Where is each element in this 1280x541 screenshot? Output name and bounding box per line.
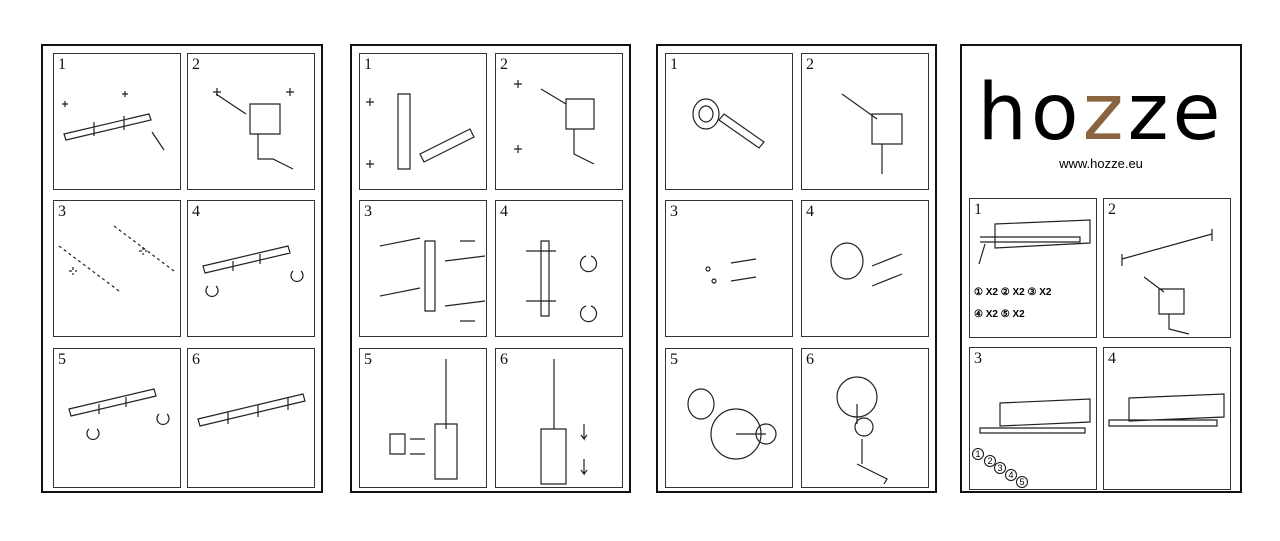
step-5: 5 [665,348,793,488]
website-url[interactable]: www.hozze.eu [1059,156,1143,171]
drill-level-illustration [1121,229,1213,335]
drill-holes-illustration [58,225,175,292]
step-6: 6 [495,348,623,488]
finished-shelf-illustration [1108,393,1225,427]
step-1: 1 [665,53,793,190]
step-1: 1 [53,53,181,190]
step-2: 2 [495,53,623,190]
step-6: 6 [801,348,929,488]
instruction-panel-shelf: hozze www.hozze.eu 1 ① X2 ② X2 ③ X2 ④ X2… [960,44,1242,493]
drill-illustration [213,88,294,170]
step-4: 4 [801,200,929,337]
step-2: 2 [187,53,315,190]
mount-bracket-illustration [526,240,598,323]
step-4: 4 [495,200,623,337]
instruction-panel-hook-rail: 1 2 3 4 5 6 [41,44,323,493]
step-3: 3 [53,200,181,337]
step-6: 6 [187,348,315,488]
step-1: 1 ① X2 ② X2 ③ X2 ④ X2 ⑤ X2 [969,198,1097,338]
hozze-logo: hozze [977,68,1225,158]
brush-holder-illustration [389,359,458,480]
mark-bracket-illustration [366,93,475,170]
finished-rail-illustration [197,393,306,427]
tighten-hook-illustration [836,376,888,485]
attach-hook-illustration [687,388,777,460]
step-3: 3 1 2 3 4 5 [969,347,1097,490]
step-2: 2 [1103,198,1231,338]
fix-screws-illustration [202,245,304,297]
mark-base-illustration [692,98,765,149]
drill-illustration [514,80,595,165]
cover-screws-illustration [68,388,170,440]
screw-base-illustration [830,242,903,287]
step-5: 5 [359,348,487,488]
instruction-panel-robe-hook: 1 2 3 4 5 6 [656,44,937,493]
mark-wall-illustration [62,91,165,151]
drill-illustration [841,93,903,174]
step-1: 1 [359,53,487,190]
attached-holder-illustration [540,359,588,485]
shelf-parts-illustration [978,219,1091,265]
step-2: 2 [801,53,929,190]
wall-anchors-illustration [705,258,757,284]
anchors-screws-illustration [379,237,486,322]
mount-shelf-illustration [979,398,1091,434]
step-4: 4 [1103,347,1231,490]
step-3: 3 [359,200,487,337]
step-4: 4 [187,200,315,337]
step-5: 5 [53,348,181,488]
instruction-panel-toilet-brush: 1 2 3 4 5 6 [350,44,631,493]
step-3: 3 [665,200,793,337]
